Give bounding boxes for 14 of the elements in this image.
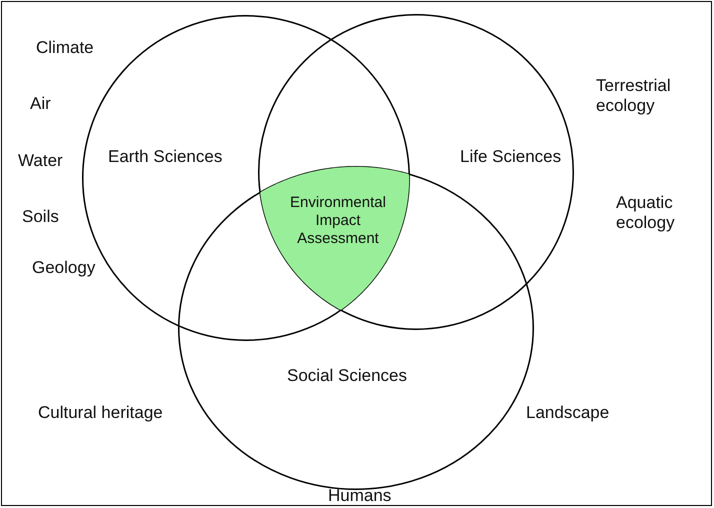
- category-label: Humans: [328, 486, 392, 506]
- category-label: Landscape: [526, 403, 610, 423]
- circle-label: Life Sciences: [460, 147, 562, 167]
- category-label: Aquatic ecology: [616, 193, 676, 233]
- circle-label: Social Sciences: [287, 366, 408, 386]
- circle-label: Earth Sciences: [108, 147, 222, 167]
- category-label: Climate: [36, 38, 94, 58]
- category-label: Soils: [22, 207, 59, 227]
- category-label: Geology: [32, 258, 96, 278]
- category-label: Water: [18, 151, 63, 171]
- category-label: Cultural heritage: [38, 403, 163, 423]
- category-label: Air: [30, 94, 51, 114]
- category-label: Terrestrial ecology: [596, 76, 672, 116]
- center-label: Environmental Impact Assessment: [289, 194, 387, 248]
